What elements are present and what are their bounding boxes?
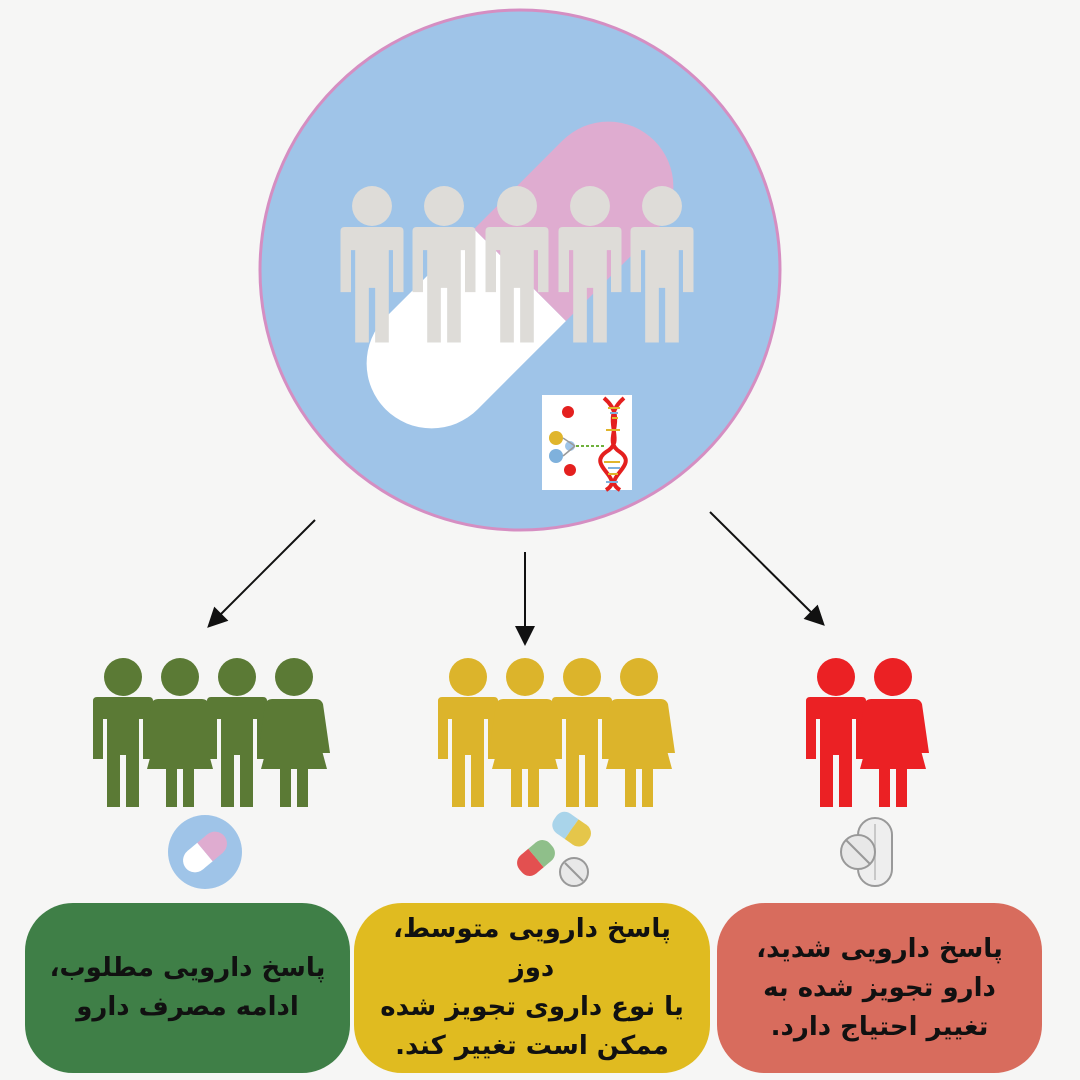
moderate-response-box: پاسخ دارویی متوسط، دوز یا نوع داروی تجوی… bbox=[354, 903, 710, 1073]
mixed-pills-icon bbox=[517, 811, 591, 887]
good-response-box: پاسخ دارویی مطلوب، ادامه مصرف دارو bbox=[25, 903, 350, 1073]
severe-response-text: پاسخ دارویی شدید، دارو تجویز شده به تغیی… bbox=[756, 933, 1003, 1042]
dna-molecule-icon bbox=[542, 395, 632, 492]
white-tablets-icon bbox=[840, 817, 893, 887]
capsule-icon bbox=[168, 815, 242, 889]
good-response-text: پاسخ دارویی مطلوب، ادامه مصرف دارو bbox=[49, 953, 326, 1022]
severe-response-box: پاسخ دارویی شدید، دارو تجویز شده به تغیی… bbox=[717, 903, 1042, 1073]
moderate-response-text: پاسخ دارویی متوسط، دوز یا نوع داروی تجوی… bbox=[380, 914, 684, 1061]
arrow-to-severe-response bbox=[709, 511, 825, 626]
arrow-to-good-response bbox=[207, 519, 316, 628]
